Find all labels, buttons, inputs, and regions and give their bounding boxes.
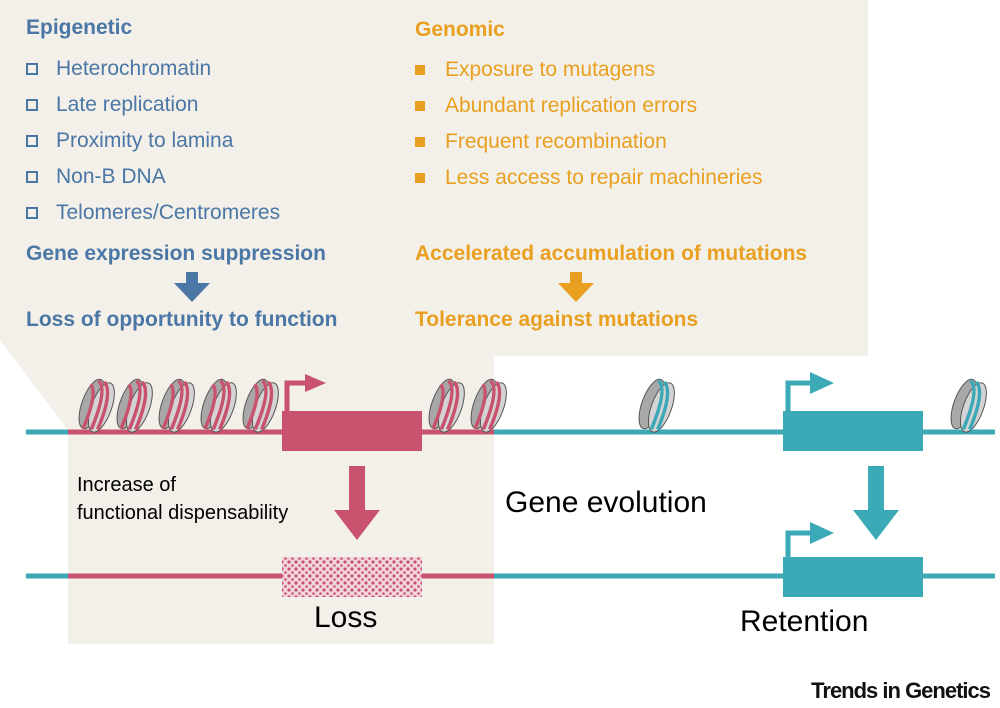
beige-panel bbox=[0, 0, 868, 644]
list-item: Late replication bbox=[26, 87, 280, 123]
list-item: Heterochromatin bbox=[26, 51, 280, 87]
epigenetic-effect: Gene expression suppression bbox=[26, 242, 326, 265]
promoter-arrow-teal bbox=[785, 380, 812, 411]
promoter-arrow-retained bbox=[785, 530, 812, 557]
genomic-heading: Genomic bbox=[415, 18, 505, 41]
list-item: Frequent recombination bbox=[415, 124, 762, 160]
gene-box-degraded bbox=[282, 557, 422, 597]
list-item: Less access to repair machineries bbox=[415, 160, 762, 196]
list-item: Non-B DNA bbox=[26, 159, 280, 195]
loss-label: Loss bbox=[314, 601, 378, 634]
filled-square-bullet-icon bbox=[415, 65, 425, 75]
promoter-arrowhead-retained bbox=[810, 522, 834, 544]
list-item: Exposure to mutagens bbox=[415, 52, 762, 88]
promoter-arrow-pink bbox=[284, 380, 307, 411]
genomic-effect: Accelerated accumulation of mutations bbox=[415, 242, 808, 265]
list-item: Abundant replication errors bbox=[415, 88, 762, 124]
epigenetic-consequence: Loss of opportunity to function bbox=[26, 308, 338, 331]
filled-square-bullet-icon bbox=[415, 101, 425, 111]
promoter-arrowhead-teal bbox=[810, 372, 834, 394]
gene-box-pink bbox=[282, 411, 422, 451]
list-item: Telomeres/Centromeres bbox=[26, 195, 280, 231]
retention-label: Retention bbox=[740, 605, 869, 638]
filled-square-bullet-icon bbox=[415, 173, 425, 183]
promoter-arrowhead-pink bbox=[305, 374, 326, 392]
gene-box-teal bbox=[783, 411, 923, 451]
arrow-down-pink bbox=[334, 466, 380, 540]
open-square-bullet-icon bbox=[26, 63, 38, 75]
gene-evolution-label: Gene evolution bbox=[505, 486, 707, 519]
arrow-down-teal bbox=[853, 466, 899, 540]
nucleosome-teal bbox=[631, 374, 682, 438]
journal-logo: Trends in Genetics bbox=[811, 678, 991, 703]
epigenetic-heading: Epigenetic bbox=[26, 16, 133, 39]
genomic-list: Exposure to mutagens Abundant replicatio… bbox=[415, 52, 762, 196]
open-square-bullet-icon bbox=[26, 99, 38, 111]
dispensability-label-line1: Increase of bbox=[77, 474, 176, 496]
genomic-consequence: Tolerance against mutations bbox=[415, 308, 699, 331]
arrow-down-blue bbox=[174, 272, 210, 302]
open-square-bullet-icon bbox=[26, 135, 38, 147]
open-square-bullet-icon bbox=[26, 207, 38, 219]
nucleosome-teal bbox=[943, 374, 994, 438]
arrow-down-orange bbox=[558, 272, 594, 302]
list-item: Proximity to lamina bbox=[26, 123, 280, 159]
open-square-bullet-icon bbox=[26, 171, 38, 183]
epigenetic-list: Heterochromatin Late replication Proximi… bbox=[26, 51, 280, 231]
filled-square-bullet-icon bbox=[415, 137, 425, 147]
dispensability-label-line2: functional dispensability bbox=[77, 502, 289, 524]
gene-box-retained bbox=[783, 557, 923, 597]
